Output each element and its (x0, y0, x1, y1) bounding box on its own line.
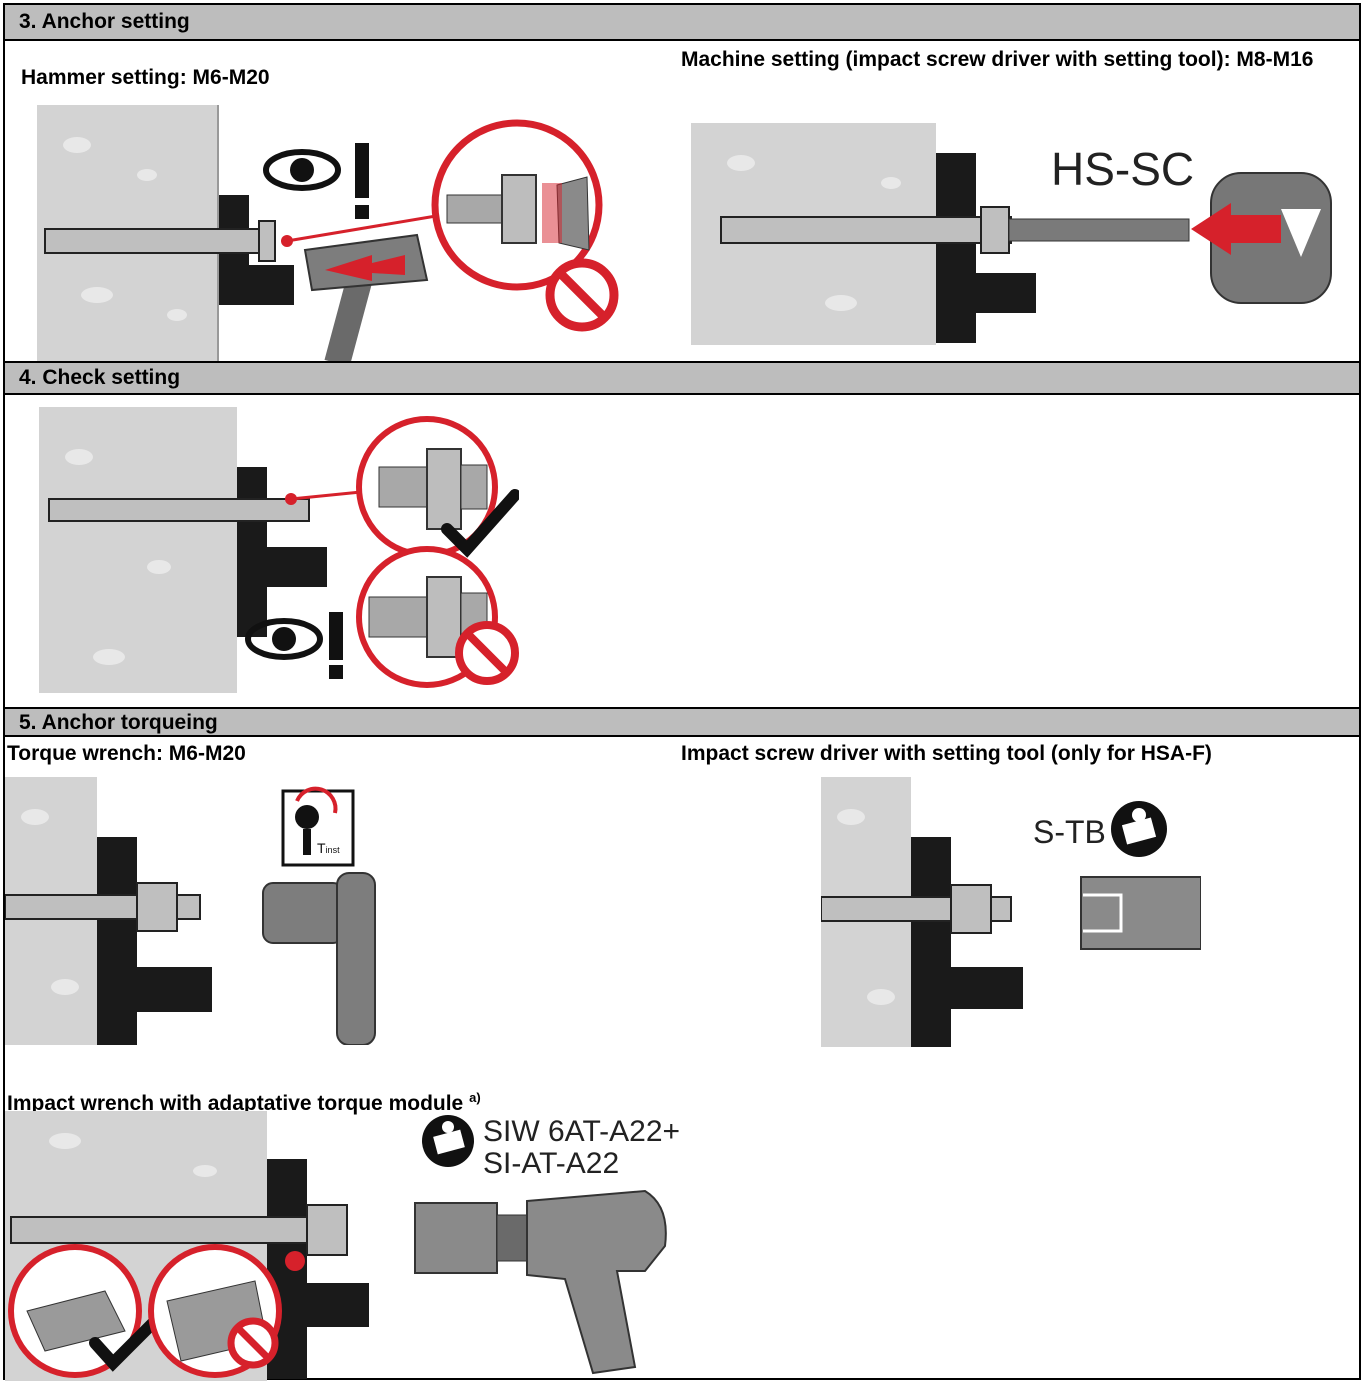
footnote-marker: a) (469, 1090, 481, 1105)
impact-wrench-figure: SIW 6AT-A22+ SI-AT-A22 (5, 1111, 735, 1381)
impact-driver-icon (1191, 173, 1331, 303)
hammer-setting-label: Hammer setting: M6-M20 (21, 65, 270, 91)
impact-screwdriver-label: Impact screw driver with setting tool (o… (681, 741, 1212, 767)
torque-rotate-icon: Tinst (283, 789, 353, 865)
section-5-header: 5. Anchor torqueing (5, 707, 1359, 737)
section-3-header: 3. Anchor setting (5, 5, 1359, 41)
anchor-bolt (11, 1217, 347, 1243)
setting-tool-icon (1081, 877, 1201, 949)
s-tb-tool-label: S-TB (1033, 814, 1106, 850)
prohibited-icon (459, 625, 515, 681)
hammer-icon (305, 235, 427, 363)
s-tb-setting-figure: S-TB (821, 777, 1201, 1047)
impact-tool-name-line1: SIW 6AT-A22+ (483, 1115, 680, 1148)
torque-symbol-subscript: inst (326, 845, 341, 855)
manual-read-icon (422, 1115, 474, 1167)
anchor-bolt (721, 217, 1011, 243)
impact-wrench-icon (415, 1191, 666, 1373)
section-4-header: 4. Check setting (5, 361, 1359, 395)
prohibited-icon (550, 263, 614, 327)
torque-wrench-figure: Tinst (5, 777, 385, 1045)
check-setting-figure (39, 407, 519, 693)
concrete-base (39, 407, 237, 693)
impact-tool-name-line2: SI-AT-A22 (483, 1147, 619, 1180)
hs-sc-tool-label: HS-SC (1051, 143, 1194, 195)
anchor-bolt (49, 499, 309, 521)
eye-warning-icon (248, 612, 343, 679)
section-5-title: 5. Anchor torqueing (19, 711, 218, 734)
manual-read-icon (1111, 801, 1167, 857)
machine-setting-figure: HS-SC (691, 123, 1336, 345)
prohibited-icon (231, 1321, 275, 1365)
section-3-title: 3. Anchor setting (19, 10, 190, 33)
torque-wrench-icon (263, 873, 375, 1045)
machine-setting-label: Machine setting (impact screw driver wit… (681, 47, 1341, 73)
section-4-title: 4. Check setting (19, 366, 180, 389)
torque-wrench-label: Torque wrench: M6-M20 (7, 741, 246, 767)
anchor-bolt (45, 229, 270, 253)
eye-warning-icon (266, 143, 369, 219)
hammer-setting-figure (37, 105, 637, 363)
installation-instructions-table: 3. Anchor setting Hammer setting: M6-M20… (3, 3, 1361, 1380)
